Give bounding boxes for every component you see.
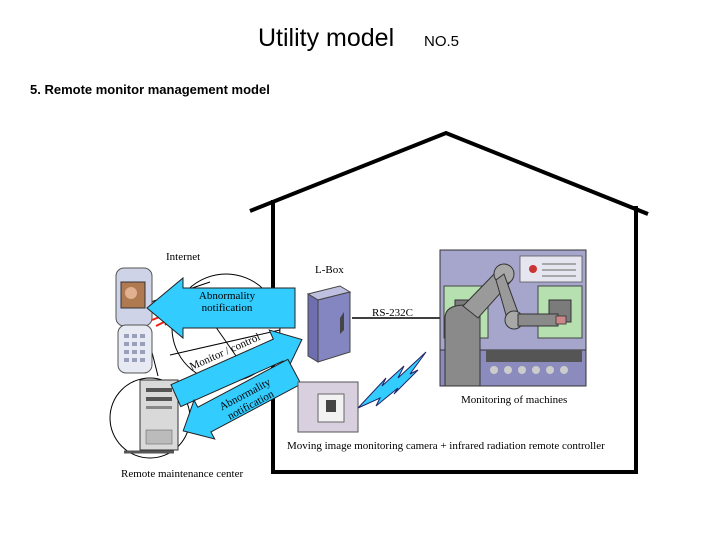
camera-label: Moving image monitoring camera + infrare… (287, 440, 605, 452)
machines-label: Monitoring of machines (461, 394, 568, 406)
lbox-label: L-Box (315, 264, 344, 276)
rs232c-label: RS-232C (372, 307, 413, 319)
machine-unit-icon (439, 249, 587, 387)
center-label: Remote maintenance center (121, 468, 244, 480)
house-outline (249, 130, 649, 216)
mobile-phone-icon (115, 267, 153, 374)
remote-center-icon (109, 377, 191, 459)
camera-device (297, 381, 359, 433)
arrow-notify-center (182, 358, 302, 440)
section-heading: 5. Remote monitor management model (30, 82, 270, 97)
arrow-monitor-control (170, 329, 303, 408)
arrow-notify-phone-line2: notification (201, 302, 253, 314)
page-number: NO.5 (424, 33, 460, 50)
lbox-device (306, 285, 352, 363)
internet-label: Internet (166, 251, 201, 263)
lightning-bolt-icon (357, 351, 427, 409)
arrow-notify-phone-label: Abnormality notification (195, 290, 259, 314)
arrow-notify-phone-line1: Abnormality (198, 290, 256, 302)
arrow-notify-phone (146, 276, 296, 340)
page-title: Utility model (258, 24, 395, 52)
